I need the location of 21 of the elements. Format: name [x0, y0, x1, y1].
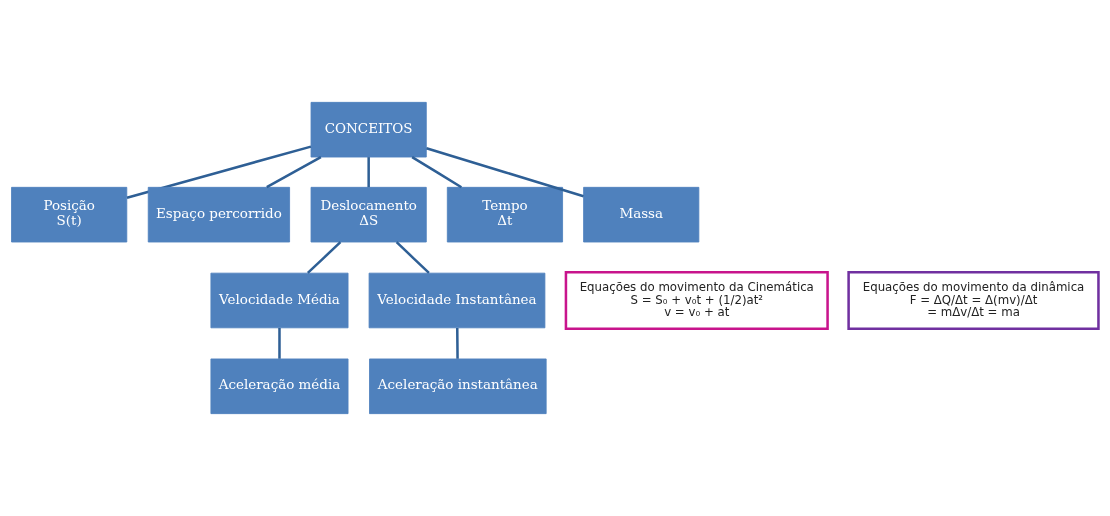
node-box: Posição S(t): [11, 186, 128, 243]
node-box: Massa: [583, 186, 700, 243]
node-box: Aceleração instantânea: [369, 358, 547, 415]
connector: [456, 327, 459, 359]
connector: [411, 156, 463, 189]
node-box: CONCEITOS: [310, 101, 427, 158]
node-box: Velocidade Média: [210, 272, 349, 329]
node-box: Deslocamento ΔS: [310, 186, 427, 243]
connector: [395, 241, 430, 274]
node-box: Velocidade Instantânea: [368, 272, 546, 329]
connector: [126, 145, 312, 199]
node-box: Espaço percorrido: [147, 186, 290, 243]
node-box: Aceleração média: [210, 358, 349, 415]
connector: [426, 147, 584, 198]
connector: [266, 156, 322, 189]
connector: [367, 157, 370, 188]
node-box: Tempo Δt: [446, 186, 563, 243]
connector: [306, 241, 342, 274]
node-box: Equações do movimento da Cinemática S = S₀ + v₀t + (1/2)at² v = v₀ + at: [564, 271, 829, 330]
connector: [278, 327, 281, 359]
node-box: Equações do movimento da dinâmica F = ΔQ/Δt = Δ(mv)/Δt = mΔv/Δt = ma: [847, 271, 1100, 330]
